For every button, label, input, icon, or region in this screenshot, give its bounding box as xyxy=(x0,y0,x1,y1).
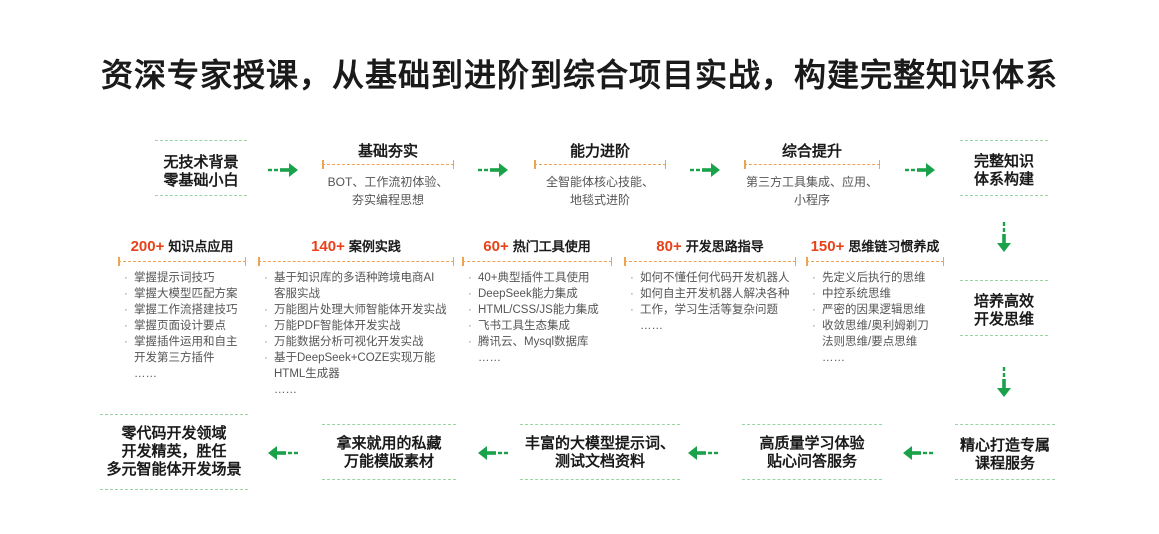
list-item: 腾讯云、Mysql数据库 xyxy=(468,334,612,350)
bottom-box-materials: 丰富的大模型提示词、 测试文档资料 xyxy=(520,424,680,480)
list-item: 法则思维/要点思维 xyxy=(822,336,918,348)
box-line: 拿来就用的私藏 xyxy=(336,435,442,452)
box-line: 完整知识 xyxy=(973,153,1034,170)
right-box-thinking: 培养高效 开发思维 xyxy=(960,280,1048,336)
column-hot-tools: 60+热门工具使用 40+典型插件工具使用 DeepSeek能力集成 HTML/… xyxy=(462,238,612,366)
column-case-practice: 140+案例实践 基于知识库的多语种跨境电商AI 客服实战 万能图片处理大师智能… xyxy=(258,238,454,398)
arrow-left-icon xyxy=(903,446,933,460)
list-item: 如何不懂任何代码开发机器人 xyxy=(630,270,796,286)
column-dev-guidance: 80+开发思路指导 如何不懂任何代码开发机器人 如何自主开发机器人解决各种 工作… xyxy=(624,238,796,334)
column-thinking-habits: 150+思维链习惯养成 先定义后执行的思维 中控系统思维 严密的因果逻辑思维 收… xyxy=(806,238,944,366)
list-item: DeepSeek能力集成 xyxy=(468,286,612,302)
list-item: 客服实战 xyxy=(274,288,320,300)
stage-desc: 地毯式进阶 xyxy=(569,193,630,207)
box-line: 高质量学习体验 xyxy=(759,435,865,452)
list-item: 基于DeepSeek+COZE实现万能 xyxy=(264,350,454,366)
stage-desc: 夯实编程思想 xyxy=(351,193,424,207)
list-item: HTML/CSS/JS能力集成 xyxy=(468,302,612,318)
box-line: 丰富的大模型提示词、 xyxy=(524,435,675,452)
page-title: 资深专家授课，从基础到进阶到综合项目实战，构建完整知识体系 xyxy=(100,57,1058,93)
count-number: 200+ xyxy=(130,238,165,255)
arrow-right-icon xyxy=(478,163,508,177)
column-label: 热门工具使用 xyxy=(512,239,591,254)
arrow-left-icon xyxy=(268,446,298,460)
more-ellipsis: …… xyxy=(478,352,501,364)
count-number: 140+ xyxy=(311,238,345,255)
list-item: 掌握提示词技巧 xyxy=(124,270,246,286)
list-item: HTML生成器 xyxy=(274,368,340,380)
list-item: 中控系统思维 xyxy=(812,286,944,302)
list-item: 掌握页面设计要点 xyxy=(124,318,246,334)
bottom-box-elite: 零代码开发领域 开发精英，胜任 多元智能体开发场景 xyxy=(100,414,248,490)
arrow-left-icon xyxy=(688,446,718,460)
stage-desc: 第三方工具集成、应用、 xyxy=(745,175,878,189)
list-item: 开发第三方插件 xyxy=(134,352,215,364)
count-number: 60+ xyxy=(483,238,509,255)
box-line: 开发精英，胜任 xyxy=(121,443,227,460)
list-item: 如何自主开发机器人解决各种 xyxy=(630,286,796,302)
column-label: 知识点应用 xyxy=(168,239,234,254)
arrow-left-icon xyxy=(478,446,508,460)
stage-desc: 小程序 xyxy=(793,193,830,207)
box-line: 贴心问答服务 xyxy=(766,453,857,470)
stage-comprehensive: 综合提升 第三方工具集成、应用、 小程序 xyxy=(744,140,880,209)
list-item: 工作，学习生活等复杂问题 xyxy=(630,302,796,318)
more-ellipsis: …… xyxy=(274,384,297,396)
list-item: 掌握插件运用和自主 xyxy=(124,334,246,350)
box-line: 零代码开发领域 xyxy=(121,425,227,442)
arrow-down-icon xyxy=(997,367,1011,397)
box-line: 精心打造专属 xyxy=(959,437,1050,454)
box-line: 开发思维 xyxy=(973,311,1034,328)
right-box-service: 精心打造专属 课程服务 xyxy=(955,424,1055,480)
count-number: 80+ xyxy=(656,238,682,255)
right-box-knowledge: 完整知识 体系构建 xyxy=(960,140,1048,196)
list-item: 掌握大模型匹配方案 xyxy=(124,286,246,302)
column-label: 开发思路指导 xyxy=(685,239,764,254)
list-item: 先定义后执行的思维 xyxy=(812,270,944,286)
list-item: 掌握工作流搭建技巧 xyxy=(124,302,246,318)
stage-desc: 全智能体核心技能、 xyxy=(545,175,654,189)
list-item: 飞书工具生态集成 xyxy=(468,318,612,334)
bottom-box-learning: 高质量学习体验 贴心问答服务 xyxy=(742,424,882,480)
arrow-right-icon xyxy=(268,163,298,177)
start-box: 无技术背景 零基础小白 xyxy=(155,140,247,196)
column-label: 案例实践 xyxy=(348,239,401,254)
start-line-2: 零基础小白 xyxy=(163,172,239,189)
box-line: 测试文档资料 xyxy=(554,453,645,470)
start-line-1: 无技术背景 xyxy=(163,154,239,171)
stage-title: 综合提升 xyxy=(781,143,842,160)
box-line: 培养高效 xyxy=(973,293,1034,310)
box-line: 多元智能体开发场景 xyxy=(106,461,242,478)
box-line: 万能模版素材 xyxy=(343,453,434,470)
stage-advanced: 能力进阶 全智能体核心技能、 地毯式进阶 xyxy=(534,140,666,209)
list-item: 万能数据分析可视化开发实战 xyxy=(264,334,454,350)
list-item: 基于知识库的多语种跨境电商AI xyxy=(264,270,454,286)
count-number: 150+ xyxy=(810,238,845,255)
more-ellipsis: …… xyxy=(134,368,157,380)
list-item: 收敛思维/奥利姆剃刀 xyxy=(812,318,944,334)
column-knowledge-points: 200+知识点应用 掌握提示词技巧 掌握大模型匹配方案 掌握工作流搭建技巧 掌握… xyxy=(118,238,246,382)
box-line: 体系构建 xyxy=(973,171,1034,188)
stage-title: 基础夯实 xyxy=(357,143,418,160)
column-label: 思维链习惯养成 xyxy=(848,239,940,254)
more-ellipsis: …… xyxy=(822,352,845,364)
arrow-down-icon xyxy=(997,222,1011,252)
list-item: 40+典型插件工具使用 xyxy=(468,270,612,286)
bottom-box-templates: 拿来就用的私藏 万能模版素材 xyxy=(322,424,456,480)
stage-basic: 基础夯实 BOT、工作流初体验、 夯实编程思想 xyxy=(322,140,454,209)
more-ellipsis: …… xyxy=(640,320,663,332)
arrow-right-icon xyxy=(905,163,935,177)
list-item: 严密的因果逻辑思维 xyxy=(812,302,944,318)
box-line: 课程服务 xyxy=(974,455,1035,472)
stage-title: 能力进阶 xyxy=(569,143,630,160)
arrow-right-icon xyxy=(690,163,720,177)
stage-desc: BOT、工作流初体验、 xyxy=(327,175,449,189)
list-item: 万能PDF智能体开发实战 xyxy=(264,318,454,334)
list-item: 万能图片处理大师智能体开发实战 xyxy=(264,302,454,318)
